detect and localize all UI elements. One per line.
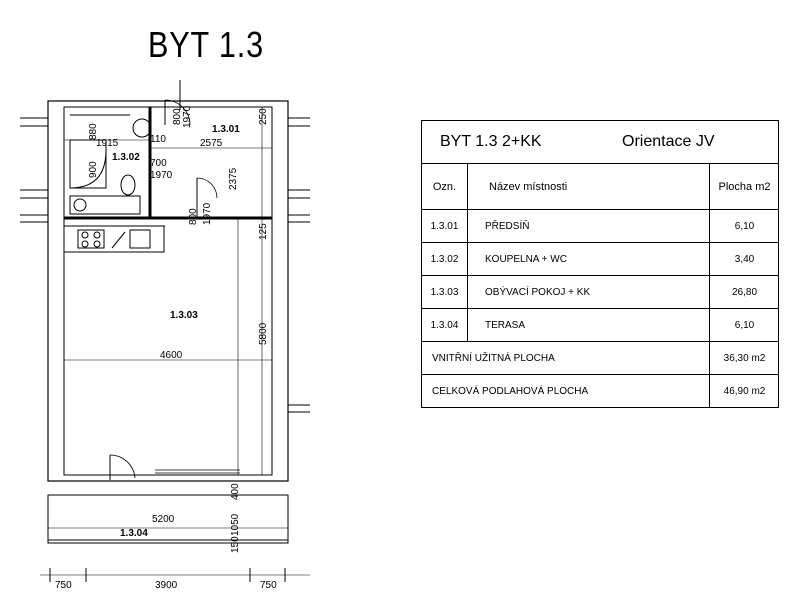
dim-4600: 4600: [160, 350, 183, 361]
table-row: 1.3.01 PŘEDSÍŇ 6,10: [422, 210, 778, 243]
floor-plan: 1.3.01 1.3.02 1.3.03 1.3.04 1915 2575 46…: [20, 80, 310, 591]
room-label-1-3-03: 1.3.03: [170, 310, 198, 321]
dim-150: 150: [230, 536, 241, 553]
row-name: KOUPELNA + WC: [485, 253, 567, 265]
plan-title: BYT 1.3: [148, 24, 264, 65]
table-header: BYT 1.3 2+KK Orientace JV: [422, 121, 778, 164]
boiler: [132, 118, 152, 138]
room-label-1-3-02: 1.3.02: [112, 152, 140, 163]
washbasin: [69, 195, 141, 215]
row-code: 1.3.02: [422, 243, 468, 275]
dim-110: 110: [150, 134, 166, 145]
dim-1970-bath: 1970: [150, 170, 173, 181]
dim-door-1970-hall: 1970: [202, 202, 213, 225]
outer-wall: [47, 100, 289, 482]
col-name-header: Název místnosti: [489, 180, 568, 193]
sum-inner-row: VNITŘNÍ UŽITNÁ PLOCHA 36,30 m2: [422, 342, 778, 375]
room-label-1-3-04: 1.3.04: [120, 528, 148, 539]
row-code: 1.3.04: [422, 309, 468, 341]
dim-880: 880: [88, 123, 99, 140]
dim-1050: 1050: [230, 513, 241, 536]
sum-total-value: 46,90 m2: [709, 375, 779, 407]
dim-900: 900: [88, 161, 99, 178]
row-area: 26,80: [709, 276, 779, 308]
dim-door-800: 800: [172, 108, 183, 125]
dim-750-right: 750: [260, 580, 277, 591]
table-title: BYT 1.3 2+KK: [440, 133, 542, 150]
dim-125: 125: [258, 223, 269, 240]
kitchen-counter: [63, 225, 165, 253]
table-row: 1.3.03 OBÝVACÍ POKOJ + KK 26,80: [422, 276, 778, 309]
dim-750-left: 750: [55, 580, 72, 591]
dim-5800: 5800: [258, 322, 269, 345]
dim-700: 700: [150, 158, 167, 169]
sum-inner-value: 36,30 m2: [709, 342, 779, 374]
sum-total-row: CELKOVÁ PODLAHOVÁ PLOCHA 46,90 m2: [422, 375, 778, 407]
row-area: 3,40: [709, 243, 779, 275]
sum-inner-label: VNITŘNÍ UŽITNÁ PLOCHA: [432, 352, 555, 364]
room-label-1-3-01: 1.3.01: [212, 124, 240, 135]
row-area: 6,10: [709, 309, 779, 341]
row-area: 6,10: [709, 210, 779, 242]
dim-250: 250: [258, 108, 269, 125]
dim-1915: 1915: [96, 138, 119, 149]
dim-3900: 3900: [155, 580, 178, 591]
toilet: [120, 174, 136, 196]
row-code: 1.3.03: [422, 276, 468, 308]
dim-door-1970: 1970: [182, 105, 193, 128]
sum-total-label: CELKOVÁ PODLAHOVÁ PLOCHA: [432, 385, 589, 397]
inner-wall: [63, 106, 273, 476]
terrace: [47, 494, 289, 544]
dim-5200: 5200: [152, 514, 175, 525]
row-name: OBÝVACÍ POKOJ + KK: [485, 286, 591, 298]
table-orientation: Orientace JV: [622, 133, 715, 150]
row-name: TERASA: [485, 319, 526, 331]
table-row: 1.3.02 KOUPELNA + WC 3,40: [422, 243, 778, 276]
row-name: PŘEDSÍŇ: [485, 220, 530, 232]
row-code: 1.3.01: [422, 210, 468, 242]
col-code-header: Ozn.: [422, 164, 468, 209]
dim-2375: 2375: [228, 167, 239, 190]
table-row: 1.3.04 TERASA 6,10: [422, 309, 778, 342]
table-column-headers: Ozn. Název místnosti Plocha m2: [422, 164, 778, 210]
dim-door-800-hall: 800: [188, 208, 199, 225]
room-schedule-table: BYT 1.3 2+KK Orientace JV Ozn. Název mís…: [421, 120, 779, 408]
col-area-header: Plocha m2: [709, 164, 779, 209]
dim-400: 400: [230, 483, 241, 500]
dim-2575: 2575: [200, 138, 223, 149]
